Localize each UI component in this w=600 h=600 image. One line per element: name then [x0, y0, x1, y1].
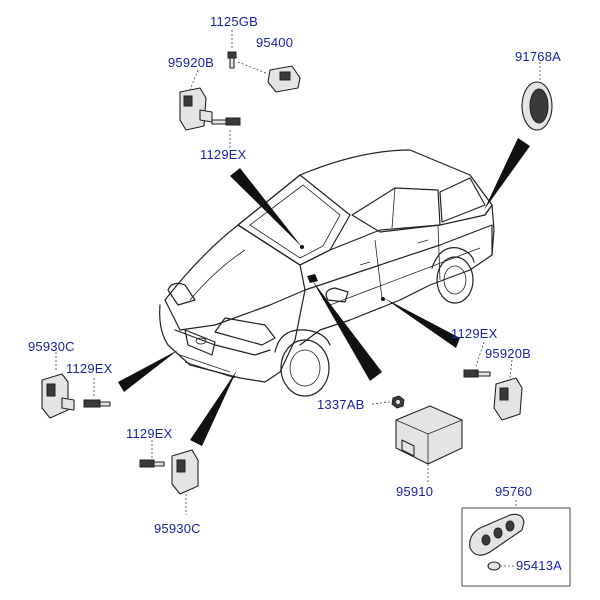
label-95930c-bottom: 95930C: [154, 521, 201, 536]
label-95920b-right: 95920B: [485, 346, 532, 361]
label-1337ab: 1337AB: [317, 397, 365, 412]
label-1129ex-top: 1129EX: [200, 147, 247, 162]
part-95400-module: [237, 61, 301, 93]
part-95760-remote-box: [461, 500, 571, 587]
label-95930c-left: 95930C: [28, 339, 75, 354]
label-95920b-top: 95920B: [168, 55, 215, 70]
car-illustration: [159, 149, 495, 397]
label-95760: 95760: [495, 484, 533, 499]
label-1125gb: 1125GB: [210, 14, 258, 29]
label-95910: 95910: [396, 484, 434, 499]
part-1129ex-left-bolt: [83, 378, 111, 408]
part-1337ab-nut: [371, 395, 405, 409]
part-95920b-right-sensor: [493, 359, 523, 421]
part-95920b-top-sensor: [179, 69, 213, 131]
part-1129ex-top-bolt: [211, 117, 241, 148]
part-95930c-left-sensor: [41, 352, 75, 419]
label-1129ex-right: 1129EX: [451, 326, 498, 341]
pointer-wedges: [118, 138, 530, 446]
part-1129ex-bottom-bolt: [139, 440, 165, 468]
part-1125gb-screw: [227, 30, 237, 69]
label-95413a: 95413A: [516, 558, 563, 573]
part-95910-control-unit: [395, 405, 463, 482]
label-1129ex-bottom: 1129EX: [126, 426, 173, 441]
label-91768a: 91768A: [515, 49, 562, 64]
part-95930c-bottom-sensor: [171, 449, 199, 515]
part-1129ex-right-bolt: [463, 341, 491, 378]
label-95400: 95400: [256, 35, 294, 50]
label-1129ex-left: 1129EX: [66, 361, 113, 376]
part-91768a-grommet: [521, 62, 553, 131]
